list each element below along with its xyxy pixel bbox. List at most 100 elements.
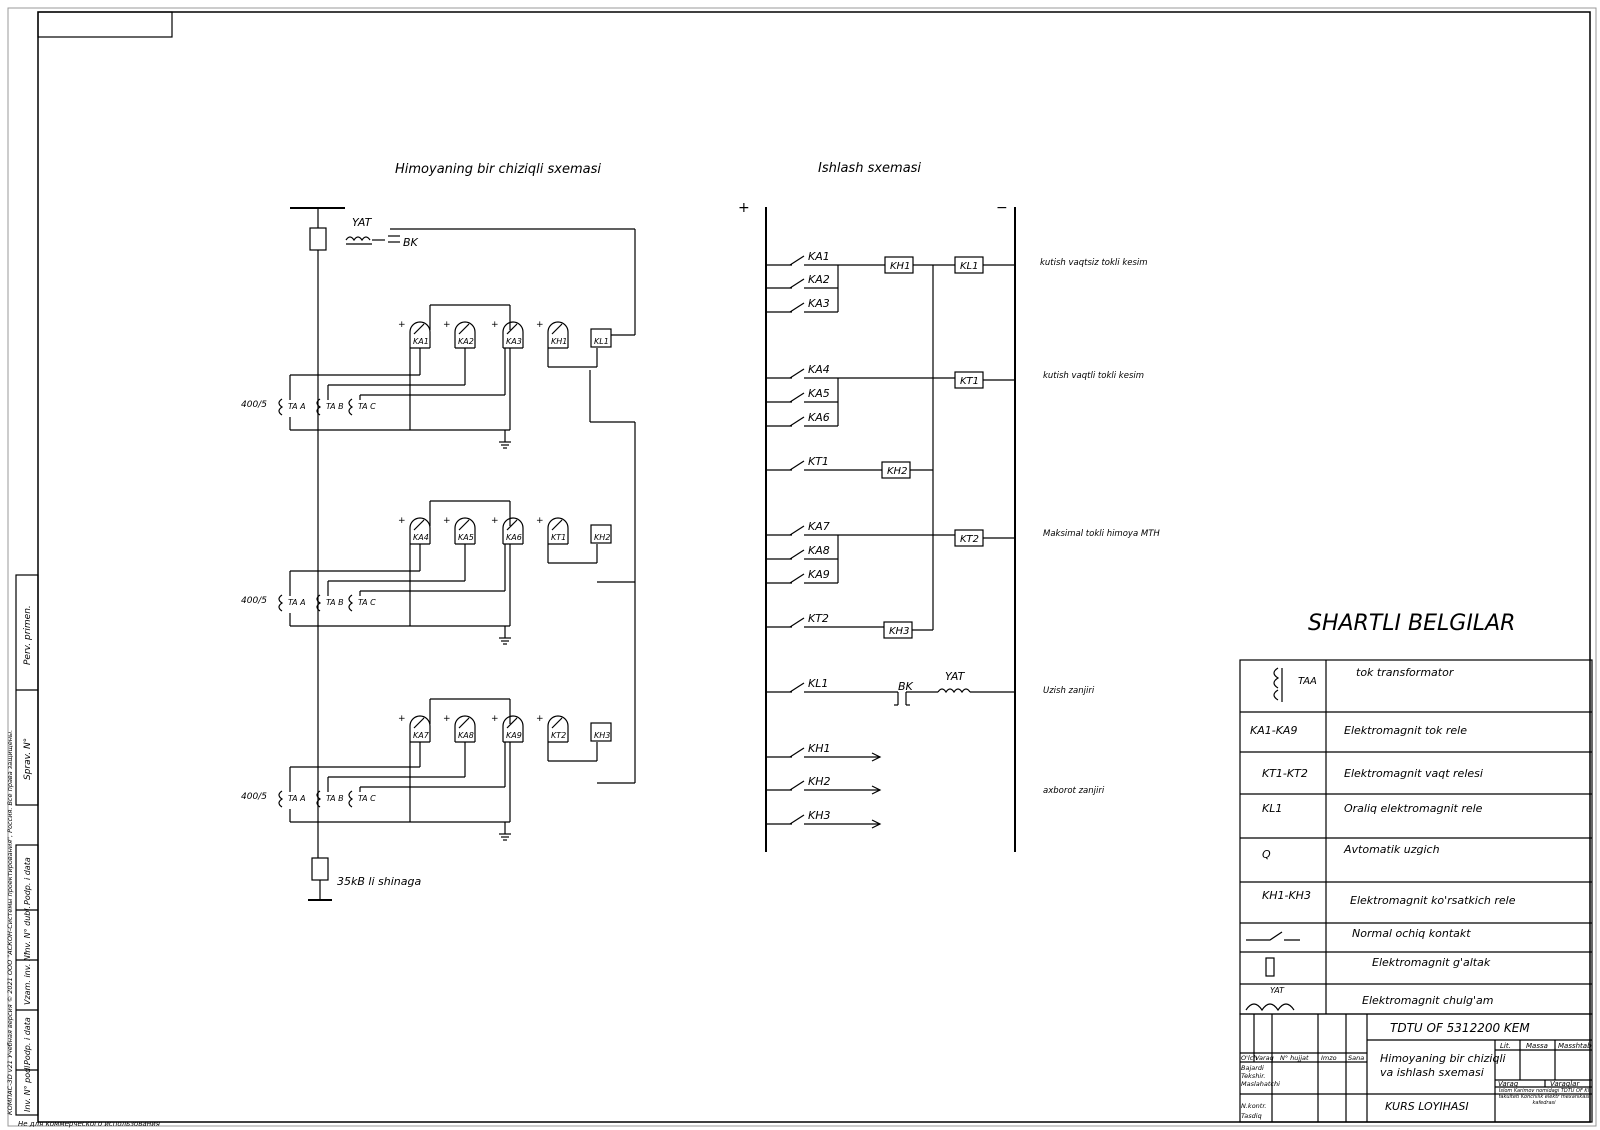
sign-hdr-1: O'lch (1241, 1054, 1257, 1062)
contact-label-ka3: KA3 (808, 297, 830, 310)
role-5: Tasdiq (1241, 1112, 1262, 1120)
contact-label-kt1: KT1 (808, 455, 829, 468)
winding-symbol (1245, 1003, 1295, 1012)
box-kh3: KH3 (883, 621, 913, 639)
relay-head (409, 517, 431, 529)
side-vertical-note: КОМПАС-3D v21 Учебная версия © 2021 ООО … (6, 730, 14, 1115)
note-1: kutish vaqtsiz tokli kesim (1040, 258, 1148, 268)
relay-ka6: +KA6 (491, 516, 524, 545)
relay-head (547, 321, 569, 333)
relay-ka7: + KA7 (398, 714, 431, 743)
course-label: KURS LOYIHASI (1385, 1100, 1469, 1113)
contact-label-kt2: KT2 (808, 612, 829, 625)
ct-coil-ta-a (278, 594, 284, 612)
contact-ka1: KA1 (766, 250, 838, 266)
relay-label-kl1: KL1 (594, 337, 609, 346)
contact-kh1: KH1 (766, 742, 882, 762)
plus-mark: + (443, 714, 451, 724)
contact-ka7: KA7 (766, 520, 838, 536)
relay-label-ka7: KA7 (413, 731, 430, 740)
org-name: Islom Karimov nomidagi TDTU OF Kl fakult… (1498, 1088, 1590, 1106)
side-label-7: Inv. N° podl. (23, 1063, 32, 1112)
relay-ka8: + KA8 (443, 714, 476, 743)
trip-yat-label: YAT (945, 670, 966, 683)
col-hdr-masshtab: Masshtab (1558, 1042, 1592, 1050)
relay-kt1: +KT1 (536, 516, 569, 545)
left-scheme-title: Himoyaning bir chiziqli sxemasi (395, 162, 601, 177)
relay-label-kh3: KH3 (594, 731, 610, 740)
relay-label-ka9: KA9 (506, 731, 522, 740)
side-label-2: Sprav. N° (23, 738, 33, 780)
ct-coil-ta-c (348, 790, 354, 808)
contact-ka8: KA8 (766, 544, 838, 560)
breaker-q (309, 227, 327, 251)
relay-kt2: + KT2 (536, 714, 569, 743)
box-kh1: KH1 (884, 256, 914, 274)
relay-ka1: +KA1 (398, 320, 431, 349)
contact-label-kh2: KH2 (808, 775, 830, 788)
contact-kh3: KH3 (766, 809, 882, 829)
plus-mark: + (536, 320, 544, 330)
bk-label: BK (403, 236, 419, 249)
side-label-3: Podp. i data (23, 857, 32, 905)
relay-head (454, 321, 476, 333)
breaker-bottom (311, 857, 329, 881)
contact-symbol (1246, 931, 1300, 941)
contact-label-ka1: KA1 (808, 250, 830, 263)
legend-sym-9: YAT (1270, 986, 1285, 995)
plus-mark: + (536, 714, 544, 724)
box-kt1: KT1 (954, 371, 984, 389)
legend-sym-5: Q (1262, 848, 1271, 861)
relay-head (454, 715, 476, 727)
sign-hdr-2: Varaq (1255, 1054, 1274, 1062)
relay-ka9: + KA9 (491, 714, 524, 743)
drawing-frame (37, 11, 1591, 1123)
ct-label-ta-c: TA C (358, 794, 376, 803)
plus-mark: + (398, 516, 406, 526)
ct-label-ta-c: TA C (358, 598, 376, 607)
relay-label-kh2: KH2 (594, 533, 610, 542)
contact-label-ka5: KA5 (808, 387, 830, 400)
role-4: N.kontr. (1241, 1102, 1266, 1110)
plus-mark: + (398, 714, 406, 724)
relay-kl1: KL1 (590, 328, 612, 348)
box-kt2-label: KT2 (960, 534, 979, 545)
box-kt1-label: KT1 (960, 376, 979, 387)
relay-head (454, 517, 476, 529)
sheet-label: Varaq (1498, 1080, 1519, 1088)
note-5: axborot zanjiri (1043, 786, 1105, 796)
sheets-label: Varaqlar (1550, 1080, 1580, 1088)
doc-code: TDTU OF 5312200 KEM (1390, 1021, 1530, 1035)
note-2: kutish vaqtli tokli kesim (1043, 371, 1144, 381)
relay-label-ka8: KA8 (458, 731, 474, 740)
plus-mark: + (398, 320, 406, 330)
title-block: O'lch Varaq N° hujjat Imzo Sana Bajardi … (1239, 1013, 1593, 1123)
relay-head (502, 715, 524, 727)
relay-ka2: +KA2 (443, 320, 476, 349)
ct-label-ta-a: TA A (288, 402, 306, 411)
ct-coil-ta-a (278, 790, 284, 808)
role-3: Maslahatchi (1241, 1080, 1280, 1088)
legend-table: TAA tok transformator KA1-KA9 Elektromag… (1239, 659, 1593, 1015)
plus-mark: + (443, 516, 451, 526)
relay-head (409, 715, 431, 727)
contact-ka3: KA3 (766, 297, 838, 313)
ct-ratio: 400/5 (241, 596, 267, 606)
contact-label-kl1: KL1 (808, 677, 828, 690)
legend-sym-1: TAA (1298, 676, 1317, 687)
relay-label-kt2: KT2 (551, 731, 566, 740)
sign-hdr-4: Imzo (1321, 1054, 1337, 1062)
plus-mark: + (491, 714, 499, 724)
plus-mark: + (443, 320, 451, 330)
contact-kh2: KH2 (766, 775, 882, 795)
yat-coil (345, 236, 371, 242)
coil-symbol (1265, 957, 1275, 977)
contact-label-ka2: KA2 (808, 273, 830, 286)
relay-kh2: KH2 (590, 524, 612, 544)
trip-yat-coil (937, 688, 971, 694)
ct-coil-ta-b (316, 594, 322, 612)
col-hdr-lit: Lit. (1500, 1042, 1511, 1050)
contact-ka4: KA4 (766, 363, 838, 379)
